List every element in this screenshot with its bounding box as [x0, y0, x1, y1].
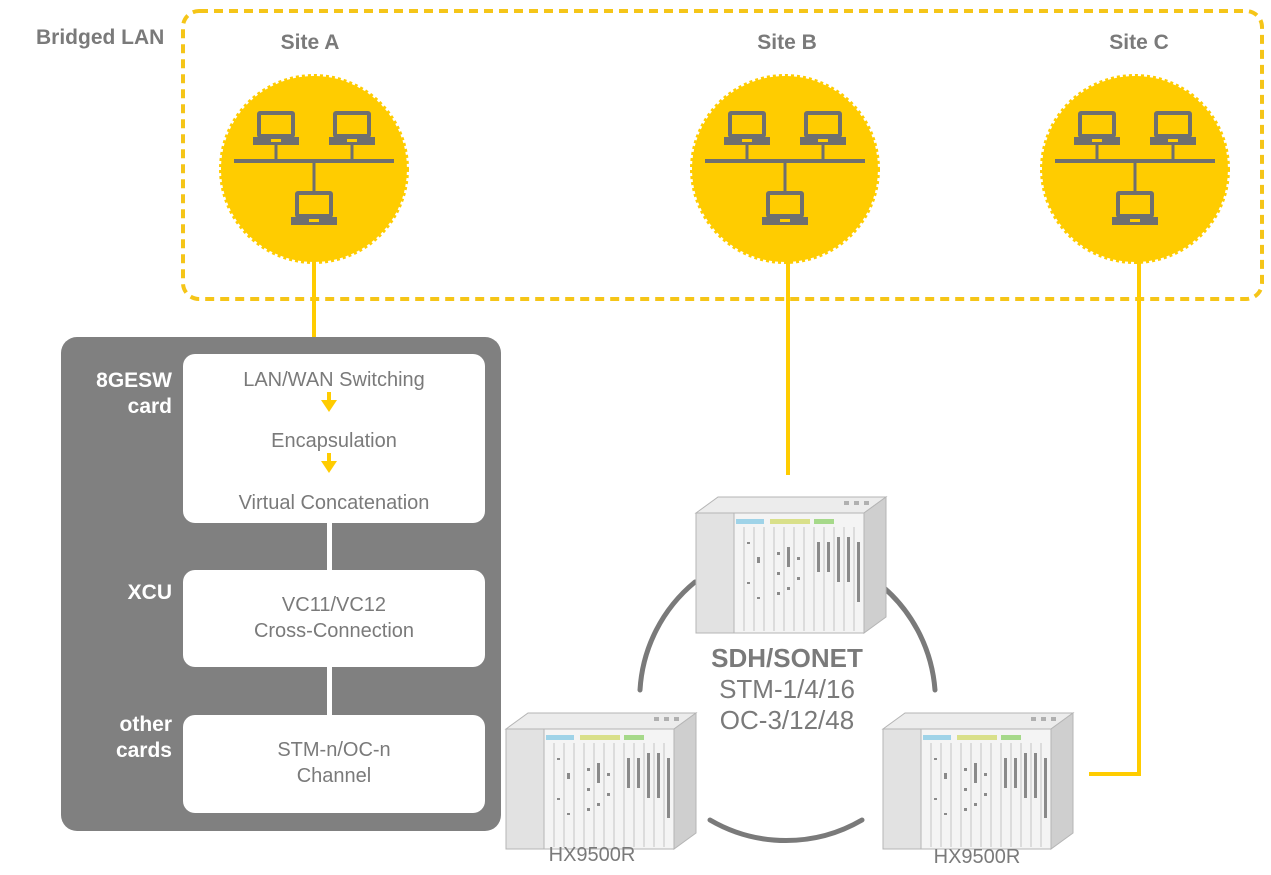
xcu-line-2: Cross-Connection	[253, 620, 415, 642]
ring-label: SDH/SONET STM-1/4/16 OC-3/12/48	[660, 643, 914, 736]
down-arrow-icon	[321, 392, 337, 412]
connection-lines	[312, 260, 1141, 776]
group-label-line: XCU	[127, 581, 172, 604]
box-connector-1	[327, 523, 332, 570]
site-c-label: Site C	[1109, 31, 1169, 54]
site-b-network-icon	[692, 76, 878, 262]
card-box-8gesw	[183, 354, 485, 523]
group-label-line: card	[127, 395, 172, 418]
step-lan-wan-switching: LAN/WAN Switching	[243, 369, 425, 391]
xcu-text: VC11/VC12 Cross-Connection	[183, 592, 485, 644]
box-connector-2	[327, 667, 332, 715]
site-c-link	[1089, 260, 1141, 776]
site-a-label: Site A	[280, 31, 340, 54]
step-encapsulation: Encapsulation	[271, 430, 397, 452]
group-label-line: cards	[115, 739, 172, 762]
xcu-line-1: VC11/VC12	[281, 594, 387, 616]
other-line-1: STM-n/OC-n	[277, 739, 391, 761]
group-label-line: 8GESW	[96, 369, 172, 392]
device-label-left: HX9500R	[548, 844, 636, 866]
device-label-right: HX9500R	[933, 846, 1021, 868]
other-line-2: Channel	[296, 765, 372, 787]
ring-line-2: OC-3/12/48	[719, 705, 855, 735]
network-element-top	[695, 496, 887, 634]
bridged-lan-label: Bridged LAN	[36, 26, 165, 49]
ring-line-1: STM-1/4/16	[719, 674, 855, 704]
card-box-other	[183, 715, 485, 813]
group-label-line: other	[119, 713, 173, 736]
group-label-xcu: XCU	[80, 580, 172, 606]
sdh-sonet-ring	[637, 579, 938, 844]
down-arrow-icon	[321, 453, 337, 473]
step-virtual-concatenation: Virtual Concatenation	[238, 492, 430, 514]
ring-title: SDH/SONET	[711, 643, 863, 673]
site-a-network-icon	[221, 76, 407, 262]
site-c-network-icon	[1042, 76, 1228, 262]
card-box-xcu	[183, 570, 485, 667]
bridged-lan-boundary	[181, 9, 1264, 301]
group-label-8gesw: 8GESW card	[80, 368, 172, 420]
other-cards-text: STM-n/OC-n Channel	[183, 737, 485, 789]
group-label-other-cards: other cards	[80, 712, 172, 764]
site-b-label: Site B	[757, 31, 817, 54]
